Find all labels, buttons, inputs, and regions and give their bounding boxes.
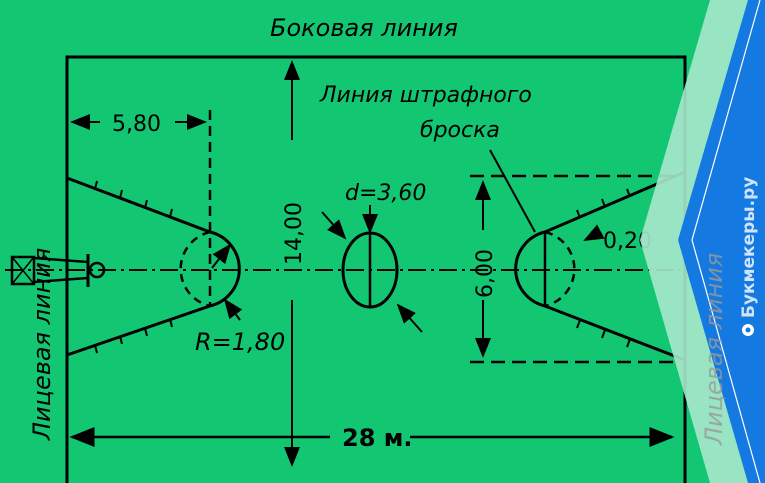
key-length-label: 5,80 bbox=[112, 112, 161, 137]
court-width-label: 14,00 bbox=[282, 202, 307, 265]
radius-label: R=1,80 bbox=[195, 328, 285, 356]
right-key bbox=[514, 170, 686, 362]
court-length-label: 28 м. bbox=[342, 424, 413, 452]
circle-diameter-label: d=3,60 bbox=[345, 181, 426, 206]
endline-right-label: Лицевая линия bbox=[700, 253, 728, 446]
blue-band bbox=[678, 0, 765, 483]
brand-logo: Букмекеры.ру bbox=[739, 177, 759, 318]
free-throw-label-1: Линия штрафного bbox=[319, 83, 532, 108]
sideline-label: Боковая линия bbox=[270, 14, 458, 42]
key-width-label: 6,00 bbox=[473, 249, 498, 298]
left-key bbox=[66, 176, 241, 357]
endline-left-label: Лицевая линия bbox=[28, 248, 56, 441]
free-throw-label-2: броска bbox=[420, 118, 500, 143]
